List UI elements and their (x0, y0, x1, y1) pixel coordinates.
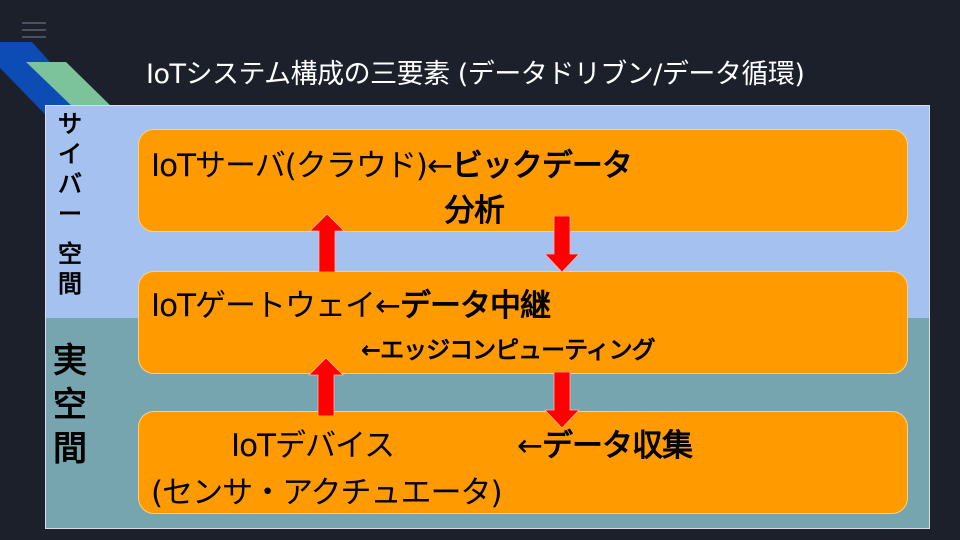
server-name: IoTサーバ(クラウド) (151, 148, 428, 184)
label-char: 空 (53, 385, 87, 425)
gateway-line1: IoTゲートウェイ←データ中継 (151, 280, 551, 325)
server-role: ビックデータ (451, 148, 633, 184)
iot-server-box: IoTサーバ(クラウド)←ビックデータ 分析 (138, 129, 908, 232)
cyber-space-label: サ イ バ ー 空 間 (52, 112, 88, 302)
iot-gateway-box: IoTゲートウェイ←データ中継 ←エッジコンピューティング (138, 271, 908, 374)
label-char: 間 (53, 429, 87, 469)
iot-device-box: IoTデバイス ←データ収集 (センサ・アクチュエータ) (138, 411, 908, 514)
label-char: イ (58, 140, 82, 168)
gateway-role: データ中継 (400, 288, 551, 324)
arrow-down-gateway-to-device-icon (544, 372, 580, 428)
server-role-line2: 分析 (444, 193, 505, 229)
device-role-line: ←データ収集 (517, 420, 693, 465)
device-name: IoTデバイス (231, 428, 395, 464)
server-line1: IoTサーバ(クラウド)←ビックデータ (151, 140, 633, 185)
gateway-name: IoTゲートウェイ (151, 288, 376, 324)
label-char: ー (58, 200, 82, 228)
label-char: 間 (58, 270, 82, 298)
device-role: データ収集 (541, 428, 693, 464)
gateway-role-line2: ←エッジコンピューティング (361, 336, 656, 364)
slide-title: IoTシステム構成の三要素 (データドリブン/データ循環) (146, 59, 805, 90)
arrow-down-server-to-gateway-icon (544, 216, 580, 272)
label-char: 空 (58, 240, 82, 268)
real-space-label: 実 空 間 (52, 344, 88, 476)
hamburger-menu-icon[interactable] (22, 22, 46, 38)
label-char: サ (58, 110, 82, 138)
label-char: バ (58, 170, 82, 198)
device-subtitle: (センサ・アクチュエータ) (151, 475, 503, 511)
arrow-up-device-to-gateway-icon (308, 358, 344, 416)
label-char: 実 (53, 341, 87, 381)
arrow-up-gateway-to-server-icon (309, 214, 345, 272)
left-arrow-icon: ← (426, 148, 453, 184)
left-arrow-icon: ← (375, 288, 401, 324)
left-arrow-icon: ← (517, 428, 543, 464)
diagram-panel: サ イ バ ー 空 間 実 空 間 IoTサーバ(クラウド)←ビックデータ 分析… (45, 105, 930, 529)
